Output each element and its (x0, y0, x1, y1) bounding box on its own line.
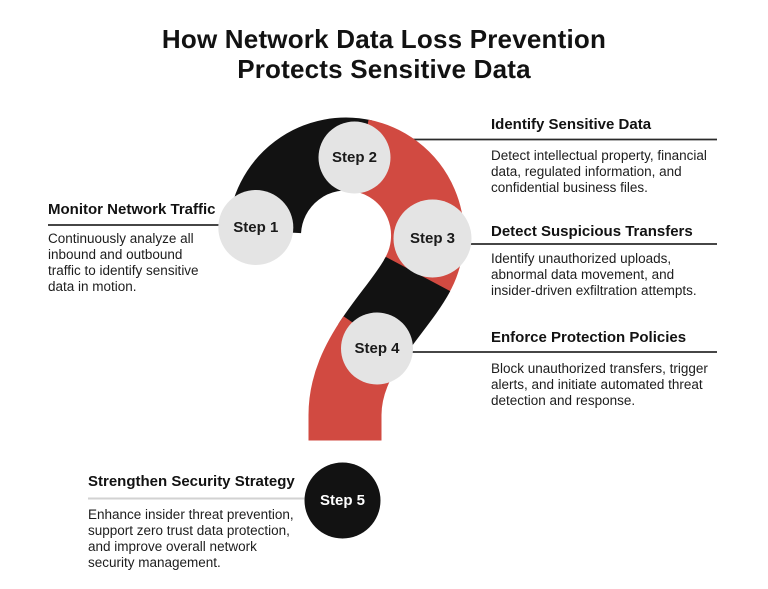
step-3-label: Step 3 (409, 229, 455, 247)
detect-heading: Detect Suspicious Transfers (491, 223, 693, 240)
identify-body: Detect intellectual property, financial … (491, 148, 707, 195)
step-4-circle (341, 312, 413, 385)
step-1-circle (218, 190, 294, 265)
strengthen-body: Enhance insider threat prevention, suppo… (88, 507, 294, 570)
enforce-heading: Enforce Protection Policies (491, 329, 687, 346)
identify-heading: Identify Sensitive Data (491, 116, 652, 133)
step-4-label: Step 4 (354, 339, 400, 357)
page-title-line-2: Protects Sensitive Data (237, 54, 531, 84)
step-5-label: Step 5 (319, 491, 365, 509)
strengthen-heading: Strengthen Security Strategy (88, 473, 295, 490)
enforce-body: Block unauthorized transfers, trigger al… (491, 361, 708, 408)
step-1-label: Step 1 (233, 218, 279, 236)
step-2-circle (318, 121, 391, 194)
step-2-label: Step 2 (331, 148, 377, 166)
detect-body: Identify unauthorized uploads, abnormal … (491, 251, 697, 298)
monitor-body: Continuously analyze all inbound and out… (48, 231, 199, 294)
step-5-circle question-mark-dot (304, 462, 381, 539)
step-3-circle (393, 199, 472, 278)
page-title-line-1: How Network Data Loss Prevention (161, 24, 607, 54)
page-title: How Network Data Loss Prevention Protect… (0, 24, 768, 84)
monitor-heading: Monitor Network Traffic (48, 201, 216, 218)
